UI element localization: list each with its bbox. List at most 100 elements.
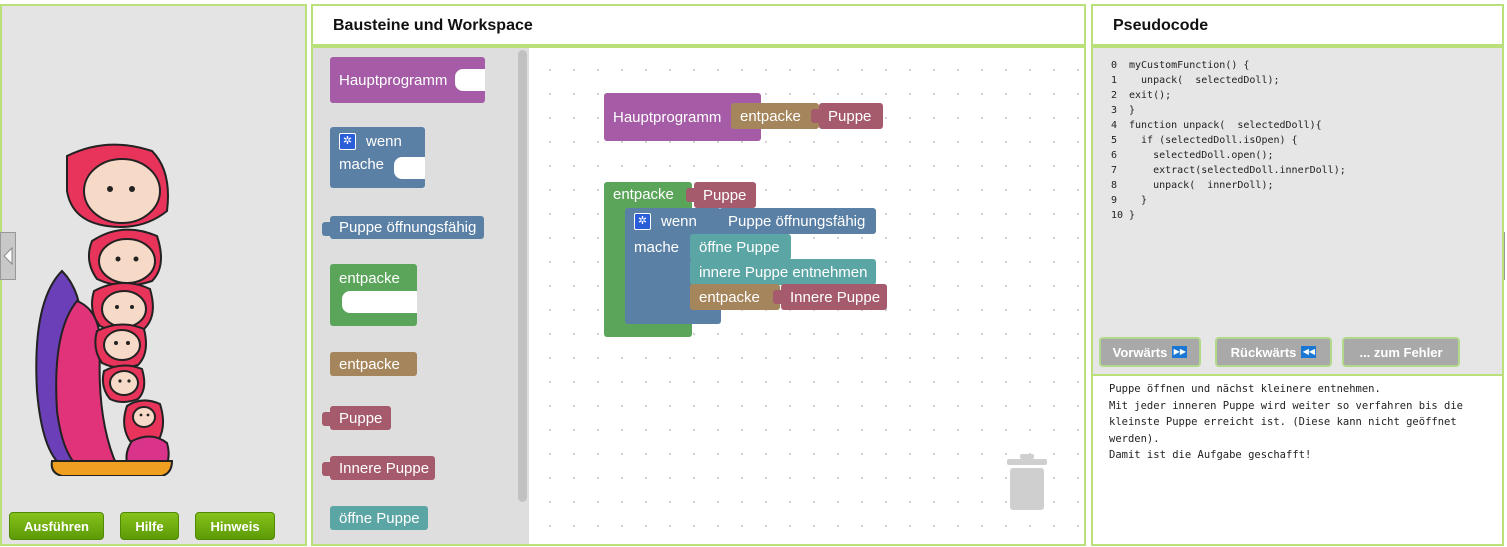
main-doll-arg-label: Puppe — [828, 107, 872, 125]
line-number: 7 — [1111, 165, 1118, 176]
code-text: } — [1129, 210, 1136, 221]
statement-slot — [455, 69, 485, 91]
doll-openable-condition-label: Puppe öffnungsfähig — [728, 212, 866, 230]
toolbox-doll-openable-label: Puppe öffnungsfähig — [339, 219, 477, 236]
gear-icon[interactable]: ✲ — [634, 213, 651, 230]
line-number: 1 — [1111, 75, 1118, 86]
jump-to-error-button[interactable]: ... zum Fehler — [1342, 337, 1460, 367]
hint-button[interactable]: Hinweis — [195, 512, 275, 540]
line-number: 4 — [1111, 120, 1118, 131]
matryoshka-dolls-image — [35, 143, 174, 476]
workspace-area: Hauptprogramm ✲ wenn mache Puppe öffnung… — [311, 46, 1086, 546]
code-text: myCustomFunction() { — [1129, 60, 1250, 71]
code-text: extract(selectedDoll.innerDoll); — [1129, 165, 1346, 176]
collapse-left-arrow-icon[interactable] — [0, 232, 16, 280]
trash-can-icon[interactable] — [1005, 454, 1049, 510]
inner-doll-arg-label: Innere Puppe — [790, 288, 881, 306]
code-line: 1 unpack( selectedDoll); — [1111, 73, 1346, 88]
toolbox-unpack-def-label: entpacke — [339, 270, 400, 287]
toolbox-if-block[interactable]: ✲ wenn mache — [330, 127, 425, 188]
main-doll-arg-block[interactable]: Puppe — [811, 103, 883, 129]
open-doll-statement-label: öffne Puppe — [699, 238, 780, 256]
statement-slot — [394, 157, 425, 179]
workspace-canvas[interactable]: Hauptprogramm entpacke Puppe entpacke Pu… — [529, 48, 1084, 544]
toolbox-unpack-definition-block[interactable]: entpacke — [330, 264, 417, 326]
stage-panel: Ausführen Hilfe Hinweis — [0, 4, 307, 546]
toolbox-main-program-label: Hauptprogramm — [339, 71, 448, 89]
line-number: 8 — [1111, 180, 1118, 191]
forward-button[interactable]: Vorwärts ▶▶ — [1099, 337, 1201, 367]
toolbox-do-label: mache — [339, 156, 385, 173]
unpack-param-block[interactable]: Puppe — [686, 182, 756, 208]
description-line: Puppe öffnen und nächst kleinere entnehm… — [1109, 383, 1381, 395]
line-number: 9 — [1111, 195, 1118, 206]
task-description: Puppe öffnen und nächst kleinere entnehm… — [1109, 381, 1501, 464]
rewind-icon: ◀◀ — [1301, 346, 1317, 358]
forward-button-label: Vorwärts — [1112, 344, 1168, 360]
help-button[interactable]: Hilfe — [120, 512, 179, 540]
doll-openable-condition-block[interactable]: Puppe öffnungsfähig — [711, 208, 876, 234]
code-text: exit(); — [1129, 90, 1172, 101]
code-text: selectedDoll.open(); — [1129, 150, 1274, 161]
do-label: mache — [634, 239, 680, 256]
unpack-recursive-call-label: entpacke — [699, 288, 760, 306]
unpack-param-label: Puppe — [703, 186, 747, 204]
description-panel: Puppe öffnen und nächst kleinere entnehm… — [1091, 374, 1504, 546]
open-doll-statement-block[interactable]: öffne Puppe — [690, 234, 791, 260]
toolbox-doll-label: Puppe — [339, 409, 383, 427]
toolbox-unpack-call-block[interactable]: entpacke — [330, 352, 417, 376]
code-line: 4 function unpack( selectedDoll){ — [1111, 118, 1346, 133]
extract-inner-doll-statement-label: innere Puppe entnehmen — [699, 263, 868, 281]
extract-inner-doll-statement-block[interactable]: innere Puppe entnehmen — [690, 259, 876, 285]
fast-forward-icon: ▶▶ — [1172, 346, 1188, 358]
main-unpack-call-label: entpacke — [740, 107, 801, 125]
code-line: 9 } — [1111, 193, 1346, 208]
toolbox-unpack-call-label: entpacke — [339, 355, 400, 373]
line-number: 10 — [1111, 210, 1124, 221]
unpack-definition-label: entpacke — [613, 186, 674, 203]
workspace-title: Bausteine und Workspace — [333, 17, 533, 34]
code-line: 5 if (selectedDoll.isOpen) { — [1111, 133, 1346, 148]
code-text: function unpack( selectedDoll){ — [1129, 120, 1322, 131]
workspace-header: Bausteine und Workspace — [311, 4, 1086, 46]
inner-doll-arg-block[interactable]: Innere Puppe — [773, 284, 887, 310]
toolbox-doll-block[interactable]: Puppe — [322, 406, 391, 430]
code-line: 8 unpack( innerDoll); — [1111, 178, 1346, 193]
toolbox-scrollbar[interactable] — [518, 50, 527, 502]
gear-icon[interactable]: ✲ — [339, 133, 356, 150]
toolbox-doll-openable-block[interactable]: Puppe öffnungsfähig — [322, 216, 484, 239]
code-text: if (selectedDoll.isOpen) { — [1129, 135, 1298, 146]
code-text: unpack( selectedDoll); — [1129, 75, 1280, 86]
toolbox-inner-doll-label: Innere Puppe — [339, 459, 430, 477]
main-program-block[interactable]: Hauptprogramm — [604, 93, 761, 141]
line-number: 2 — [1111, 90, 1118, 101]
if-label: wenn — [661, 213, 697, 230]
code-line: 3} — [1111, 103, 1346, 118]
run-button[interactable]: Ausführen — [9, 512, 104, 540]
line-number: 3 — [1111, 105, 1118, 116]
line-number: 5 — [1111, 135, 1118, 146]
description-line: Damit ist die Aufgabe geschafft! — [1109, 449, 1312, 461]
statement-slot — [342, 291, 417, 313]
backward-button-label: Rückwärts — [1230, 344, 1297, 360]
description-line: Mit jeder inneren Puppe wird weiter so v… — [1109, 399, 1464, 445]
pseudocode-title: Pseudocode — [1113, 17, 1209, 34]
main-unpack-call-block[interactable]: entpacke — [731, 103, 819, 129]
code-text: unpack( innerDoll); — [1129, 180, 1274, 191]
toolbox-if-label: wenn — [366, 133, 402, 150]
toolbox-open-doll-block[interactable]: öffne Puppe — [330, 506, 428, 530]
code-text: } — [1129, 195, 1148, 206]
code-line: 10} — [1111, 208, 1346, 223]
code-line: 2 exit(); — [1111, 88, 1346, 103]
code-line: 7 extract(selectedDoll.innerDoll); — [1111, 163, 1346, 178]
toolbox-main-program-block[interactable]: Hauptprogramm — [330, 57, 485, 103]
toolbox-inner-doll-block[interactable]: Innere Puppe — [322, 456, 435, 480]
toolbox-open-doll-label: öffne Puppe — [339, 509, 420, 527]
backward-button[interactable]: Rückwärts ◀◀ — [1215, 337, 1332, 367]
code-line: 6 selectedDoll.open(); — [1111, 148, 1346, 163]
main-program-label: Hauptprogramm — [613, 108, 722, 126]
unpack-recursive-call-block[interactable]: entpacke — [690, 284, 780, 310]
